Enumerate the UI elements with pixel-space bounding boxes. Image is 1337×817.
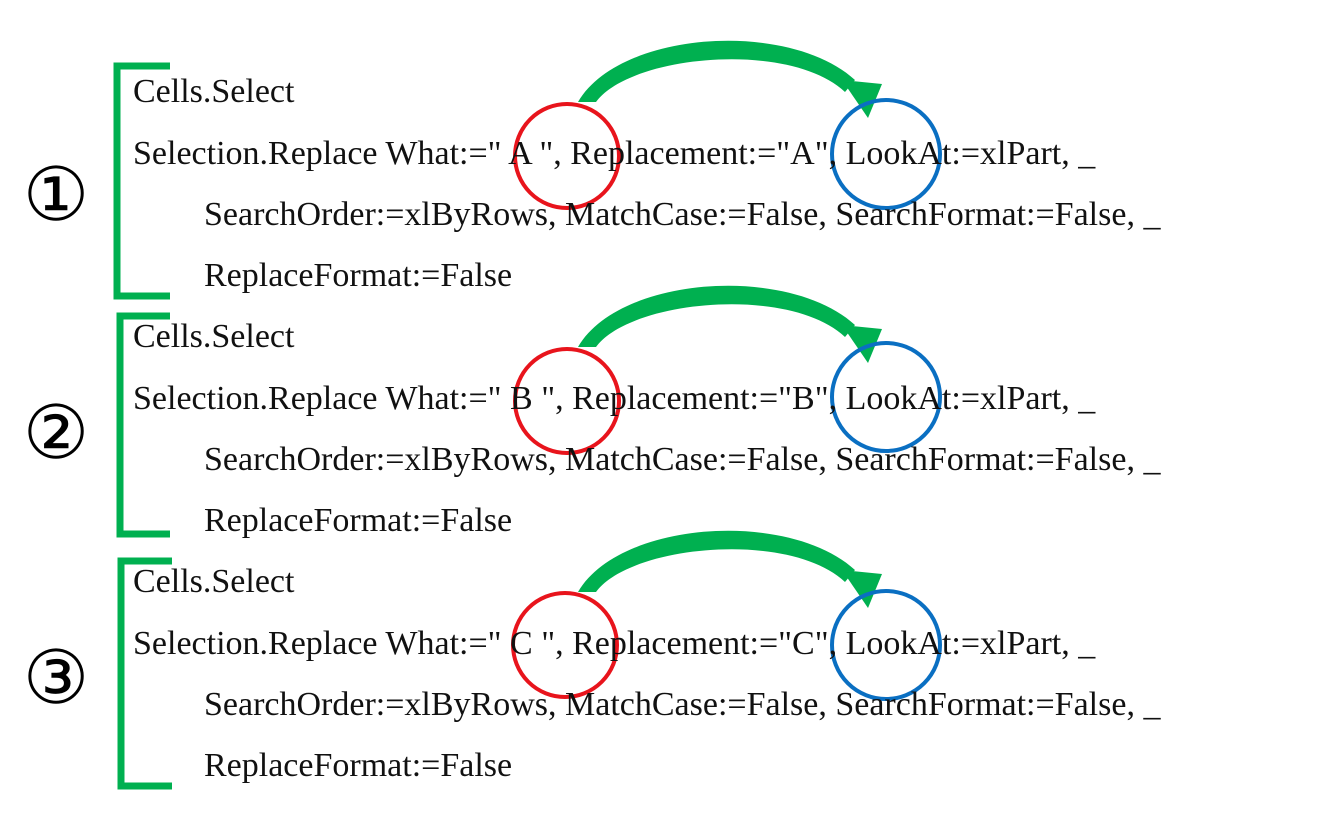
replace-block-2: ② Cells.Select Selection.Replace What:="… xyxy=(0,245,1337,539)
block-1-line-2: Selection.Replace What:=" A ", Replaceme… xyxy=(133,135,1096,172)
block-1-line-3: SearchOrder:=xlByRows, MatchCase:=False,… xyxy=(204,196,1161,233)
block-3-arrowhead xyxy=(842,570,882,608)
block-2-arrow xyxy=(578,285,855,347)
block-2-line-4: ReplaceFormat:=False xyxy=(204,502,513,539)
block-3-line-1: Cells.Select xyxy=(133,563,295,600)
replace-block-1: ① Cells.Select Selection.Replace What:="… xyxy=(0,0,1337,300)
block-1-arrowhead xyxy=(842,80,882,118)
block-3-arrow xyxy=(578,530,855,592)
block-1-line-4: ReplaceFormat:=False xyxy=(204,257,513,294)
block-2-arrowhead xyxy=(842,325,882,363)
block-1-number: ① xyxy=(22,152,90,238)
block-2-line-1: Cells.Select xyxy=(133,318,295,355)
block-3-line-2: Selection.Replace What:=" C ", Replaceme… xyxy=(133,625,1096,662)
block-3-line-3: SearchOrder:=xlByRows, MatchCase:=False,… xyxy=(204,686,1161,723)
block-3-line-4: ReplaceFormat:=False xyxy=(204,747,513,784)
replace-block-3: ③ Cells.Select Selection.Replace What:="… xyxy=(0,490,1337,790)
block-2-line-3: SearchOrder:=xlByRows, MatchCase:=False,… xyxy=(204,441,1161,478)
block-1-arrow xyxy=(578,40,855,102)
block-3-number: ③ xyxy=(22,635,90,721)
block-1-line-1: Cells.Select xyxy=(133,73,295,110)
block-2-line-2: Selection.Replace What:=" B ", Replaceme… xyxy=(133,380,1096,417)
block-2-number: ② xyxy=(22,390,90,476)
